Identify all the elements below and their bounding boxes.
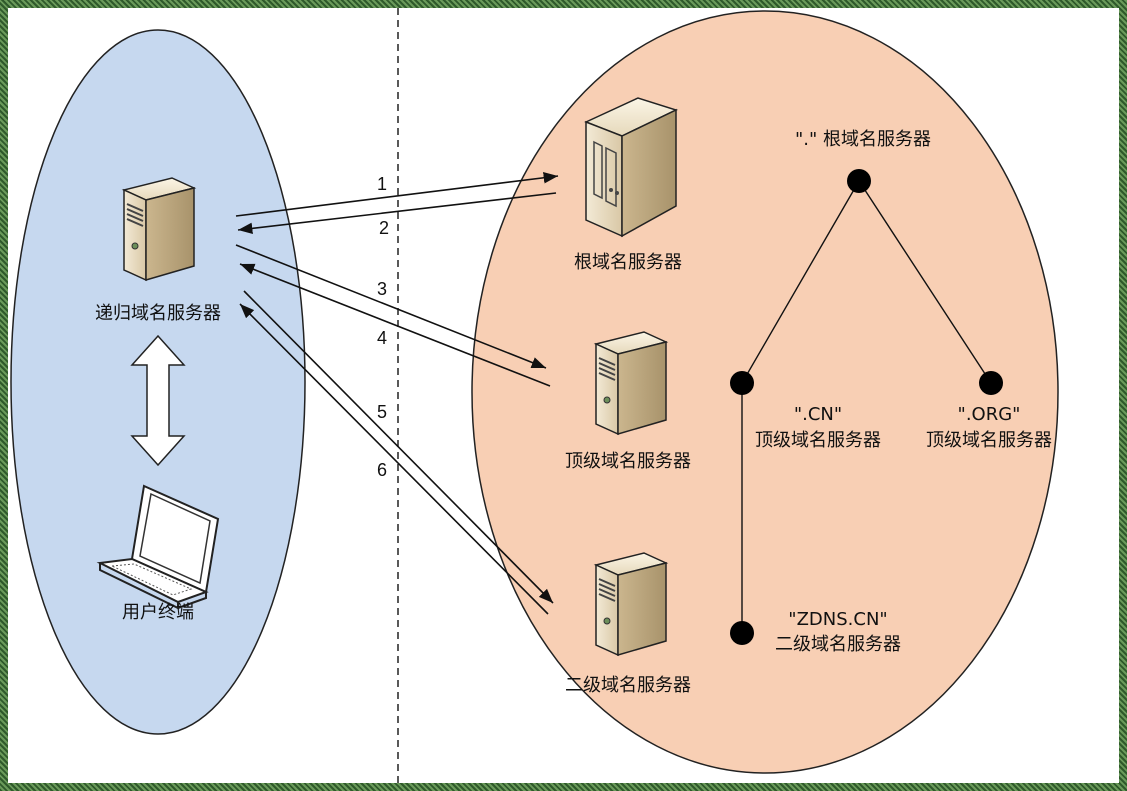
arrow-step-3 (235, 244, 547, 369)
dns-resolution-diagram: 递归域名服务器 用户终端 根域名服务器 顶级域名服务器 二级域名服务器 1 2 (10, 8, 1059, 783)
root-server-label: 根域名服务器 (574, 252, 682, 273)
laptop-icon (96, 484, 220, 610)
tree-node-root (847, 169, 871, 193)
diagram-canvas: 递归域名服务器 用户终端 根域名服务器 顶级域名服务器 二级域名服务器 1 2 (8, 8, 1119, 783)
client-label: 用户终端 (122, 602, 194, 623)
tree-zdns-name: "ZDNS.CN" (788, 609, 887, 630)
step-4-label: 4 (377, 328, 387, 348)
tree-edge-root-org (858, 180, 992, 384)
tld-server-label: 顶级域名服务器 (565, 451, 691, 472)
step-1-label: 1 (377, 174, 387, 194)
tree-org-name: ".ORG" (958, 404, 1021, 425)
tree-cn-name: ".CN" (794, 404, 842, 425)
tree-node-zdns (730, 621, 754, 645)
tree-node-org (979, 371, 1003, 395)
step-6-label: 6 (377, 460, 387, 480)
tree-node-cn (730, 371, 754, 395)
tree-zdns-title: 二级域名服务器 (775, 634, 901, 655)
arrow-step-4 (239, 263, 551, 387)
recursive-server-icon (123, 177, 195, 281)
tree-edge-root-cn (741, 180, 860, 384)
sld-server-label: 二级域名服务器 (565, 675, 691, 696)
bidirectional-arrow-icon (130, 334, 186, 467)
tld-server-icon (595, 331, 667, 435)
root-server-icon (584, 97, 679, 238)
tree-root-label: "." 根域名服务器 (795, 129, 931, 150)
arrow-step-6 (239, 303, 549, 615)
tree-cn-title: 顶级域名服务器 (755, 430, 881, 451)
arrow-step-2 (237, 192, 557, 235)
arrow-step-5 (243, 290, 554, 604)
sld-server-icon (595, 552, 667, 656)
recursive-server-label: 递归域名服务器 (95, 303, 221, 324)
tree-org-title: 顶级域名服务器 (926, 430, 1052, 451)
arrow-step-1 (235, 172, 559, 217)
authoritative-zone (471, 10, 1059, 774)
step-2-label: 2 (379, 218, 389, 238)
step-5-label: 5 (377, 402, 387, 422)
step-3-label: 3 (377, 279, 387, 299)
